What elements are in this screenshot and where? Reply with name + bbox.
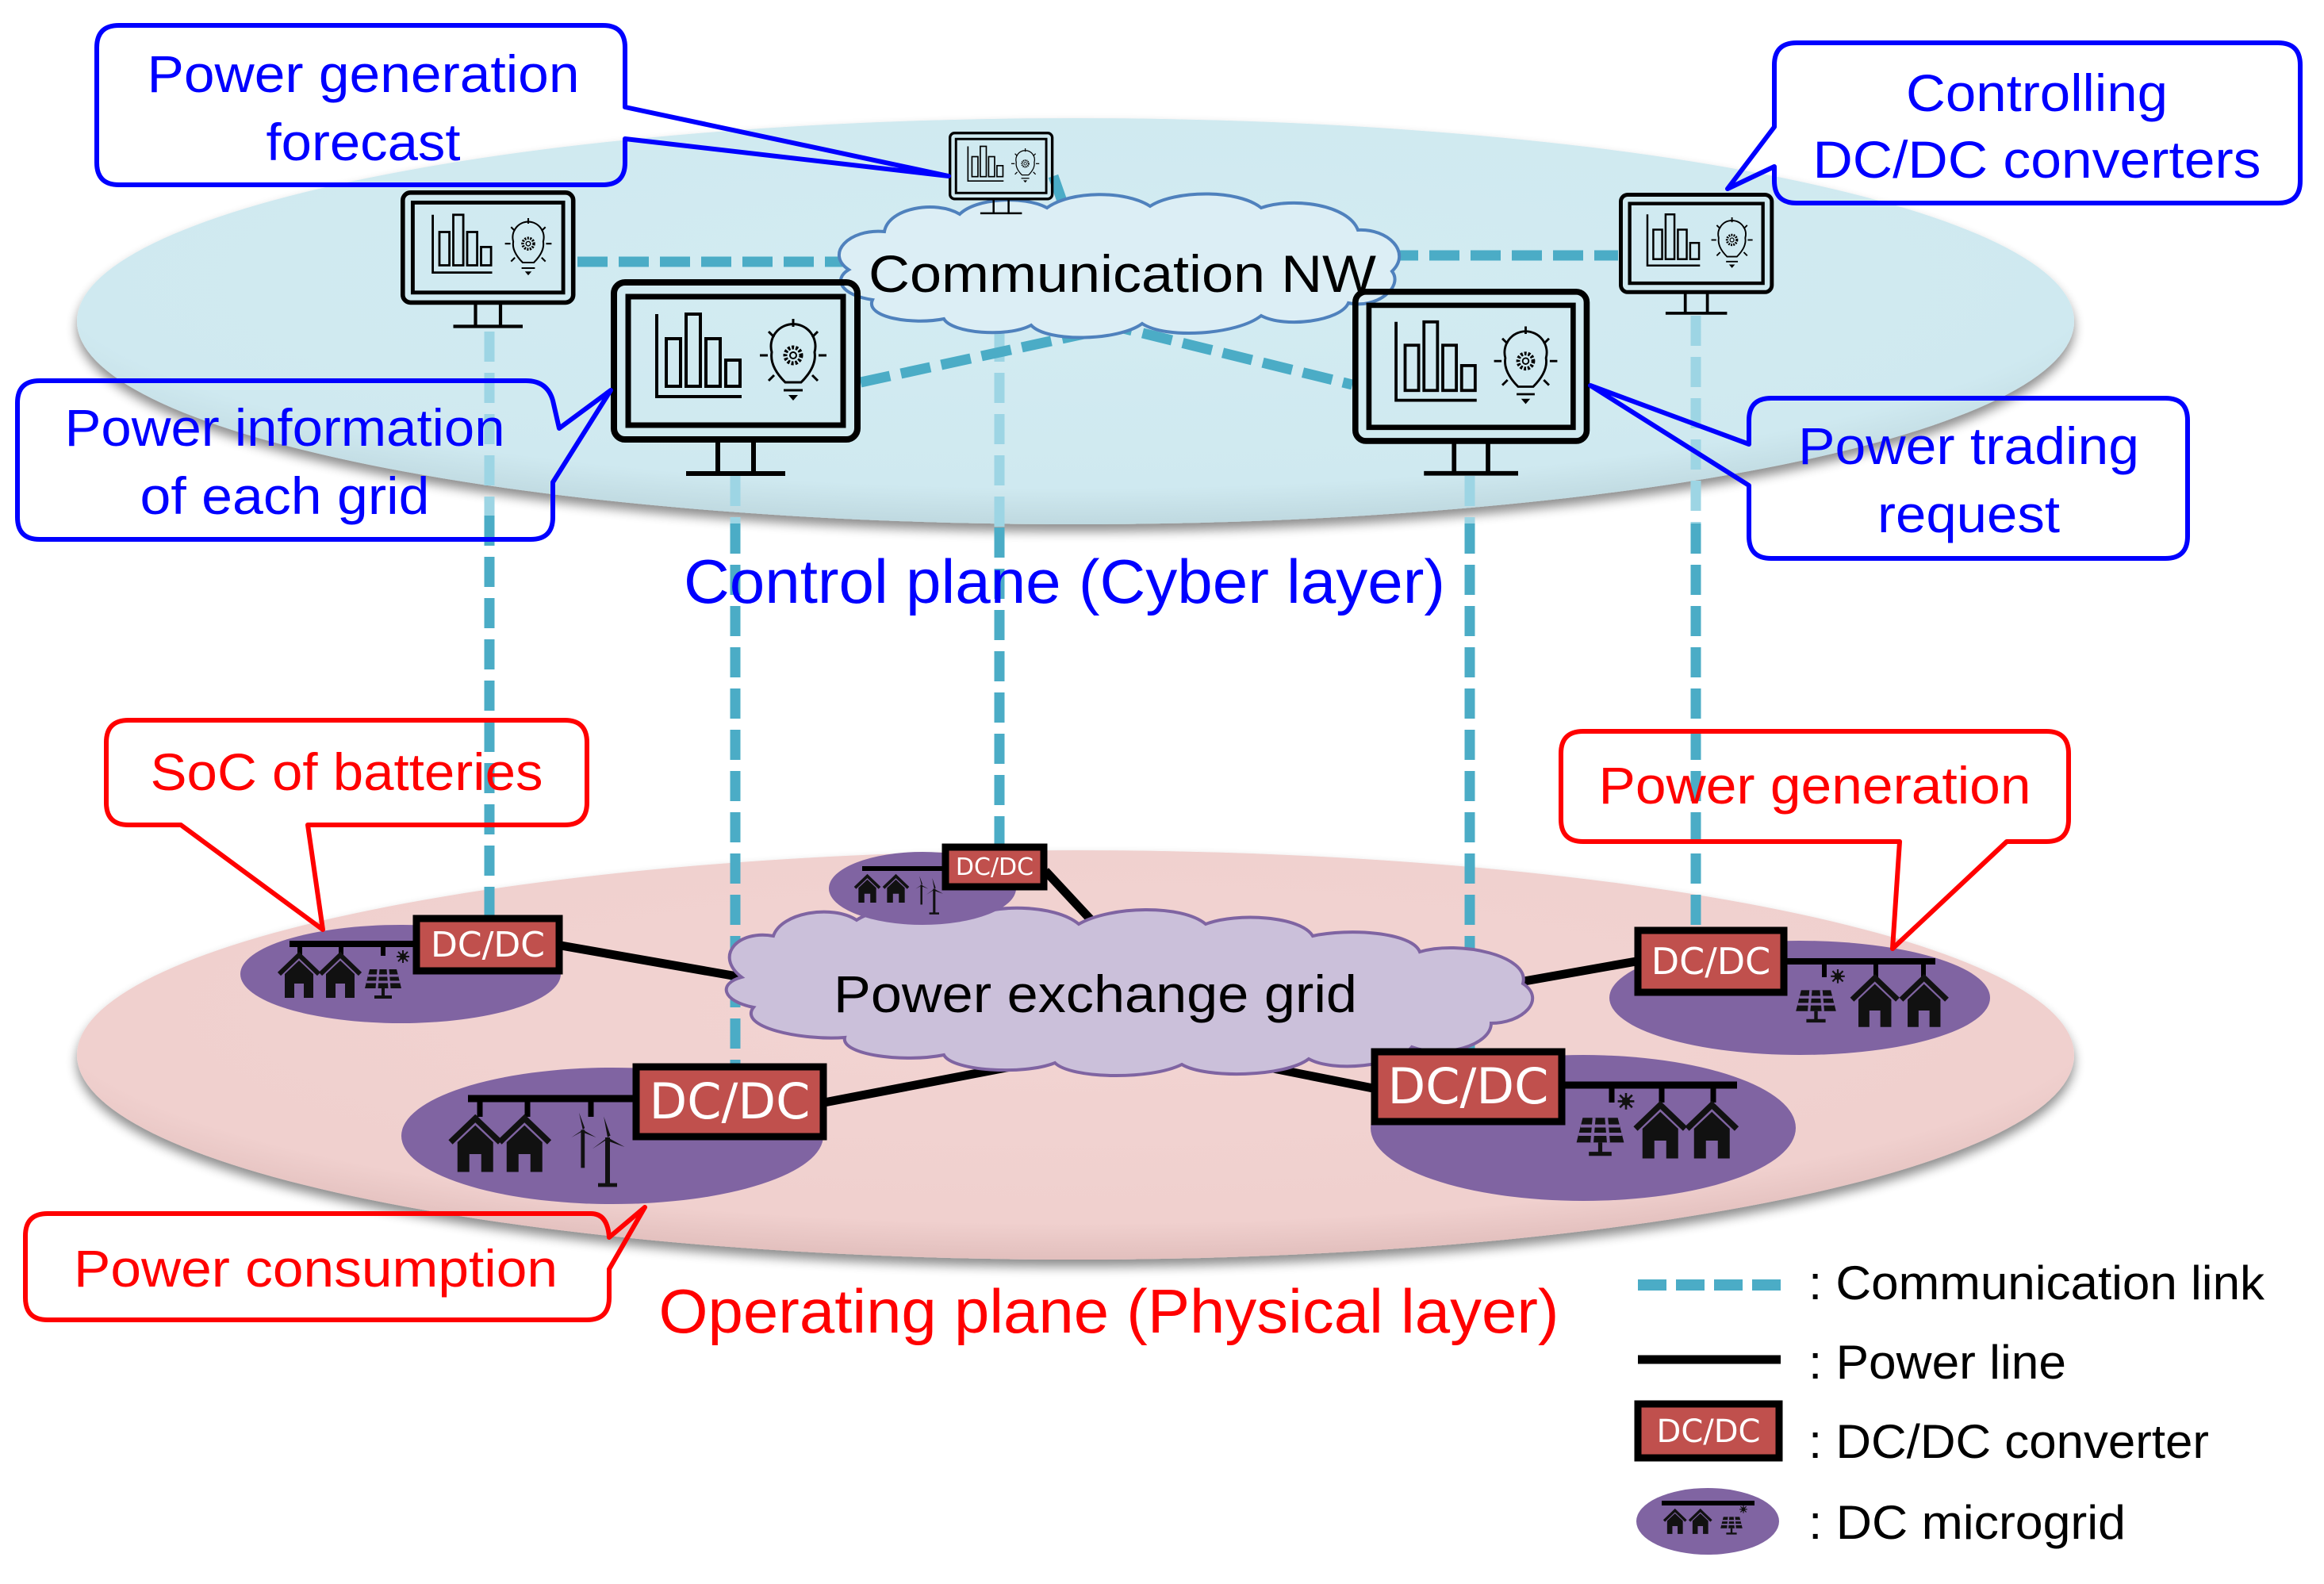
legend-item-communication-link: : Communication link — [1638, 1256, 2265, 1310]
control-plane-label: Control plane (Cyber layer) — [684, 547, 1445, 616]
legend-label: : DC/DC converter — [1808, 1415, 2209, 1468]
callout-power-consumption: Power consumption — [23, 1205, 647, 1322]
callout-trading-line1: Power trading — [1798, 416, 2139, 475]
legend-dcdc-box-label: DC/DC — [1657, 1413, 1761, 1450]
dcdc-box-icon — [1634, 1400, 1783, 1462]
dcdc-converter-label: DC/DC — [431, 925, 545, 965]
legend: : Communication link : Power line DC/DC … — [1634, 1256, 2265, 1555]
callout-forecast-line2: forecast — [267, 113, 461, 171]
microgrid-southeast: DC/DC — [1371, 1048, 1796, 1201]
power-exchange-grid-label: Power exchange grid — [834, 965, 1357, 1023]
callout-controlling-line2: DC/DC converters — [1813, 130, 2261, 189]
callout-generation-text: Power generation — [1599, 756, 2031, 815]
legend-item-dc-microgrid: : DC microgrid — [1636, 1488, 2126, 1555]
callout-controlling-dcdc: Controlling DC/DC converters — [1725, 40, 2303, 205]
callout-trading-line2: request — [1877, 485, 2060, 543]
callout-forecast-line1: Power generation — [148, 44, 580, 103]
legend-label: : DC microgrid — [1808, 1496, 2126, 1549]
microgrid-southwest: DC/DC — [401, 1063, 827, 1204]
dcdc-converter-label: DC/DC — [650, 1072, 811, 1130]
dcdc-converter-label: DC/DC — [956, 853, 1034, 881]
legend-item-dcdc-converter: DC/DC : DC/DC converter — [1634, 1400, 2209, 1468]
communication-network-label: Communication NW — [869, 244, 1377, 303]
legend-label: : Communication link — [1808, 1256, 2265, 1310]
callout-power-generation-forecast: Power generation forecast — [94, 23, 951, 187]
microgrid-east: DC/DC — [1609, 926, 1990, 1055]
callout-soc-text: SoC of batteries — [151, 742, 543, 801]
communication-network-cloud — [838, 192, 1402, 339]
callout-power-information-line2: of each grid — [140, 466, 430, 525]
callout-power-trading: Power trading request — [1588, 383, 2190, 561]
microgrid-west: DC/DC — [240, 915, 563, 1023]
legend-item-power-line: : Power line — [1638, 1336, 2066, 1389]
callout-controlling-line1: Controlling — [1906, 63, 2168, 122]
callout-power-generation: Power generation — [1559, 729, 2071, 951]
callout-power-information-line1: Power information — [65, 398, 505, 457]
microgrid-north: DC/DC — [829, 843, 1048, 925]
legend-label: : Power line — [1808, 1336, 2066, 1389]
dcdc-converter-label: DC/DC — [1388, 1057, 1549, 1115]
callout-consumption-text: Power consumption — [74, 1239, 558, 1298]
callout-power-information: Power information of each grid — [15, 378, 613, 542]
dcdc-converter-label: DC/DC — [1651, 940, 1771, 983]
callout-soc-batteries: SoC of batteries — [104, 718, 589, 932]
operating-plane-label: Operating plane (Physical layer) — [659, 1276, 1559, 1346]
